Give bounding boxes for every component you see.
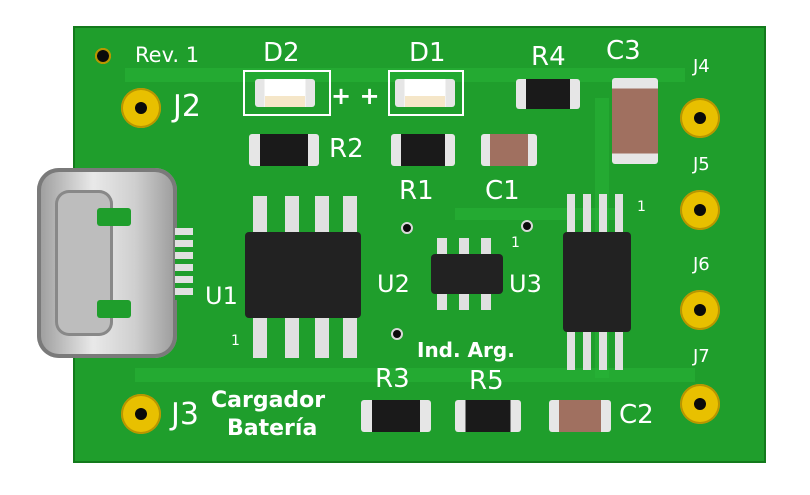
- usb-pins: [175, 228, 193, 300]
- pin: [253, 196, 267, 232]
- capacitor-c2: [549, 400, 611, 432]
- ref-r3: R3: [375, 364, 410, 394]
- ref-u3: U3: [509, 270, 542, 298]
- resistor-r1: [391, 134, 455, 166]
- ref-j2: J2: [173, 89, 201, 124]
- resistor-r2: [249, 134, 319, 166]
- board-title-line1: Cargador: [211, 388, 326, 413]
- plus-signs: + +: [331, 82, 380, 110]
- capacitor-c1: [481, 134, 537, 166]
- pin: [315, 196, 329, 232]
- resistor-r4: [516, 79, 580, 109]
- ref-j4: J4: [693, 56, 710, 77]
- pad-j7: [680, 384, 720, 424]
- u3-pin1-marker: 1: [637, 199, 646, 215]
- pin: [459, 294, 469, 310]
- ref-j6: J6: [693, 254, 710, 275]
- pin: [481, 294, 491, 310]
- ref-r5: R5: [469, 366, 504, 396]
- ref-d2: D2: [263, 38, 300, 68]
- ref-r1: R1: [399, 176, 434, 206]
- ref-c1: C1: [485, 176, 520, 206]
- pad-j2: [121, 88, 161, 128]
- usb-c-connector: [37, 168, 177, 358]
- resistor-r3: [361, 400, 431, 432]
- d1-outline: [388, 70, 464, 116]
- resistor-r5: [455, 400, 521, 432]
- pin: [253, 318, 267, 358]
- u2-pin1-marker: 1: [511, 235, 520, 251]
- ref-j3: J3: [171, 397, 199, 432]
- led-d2: [255, 79, 315, 107]
- ic-u2: [431, 254, 503, 294]
- pin: [343, 196, 357, 232]
- ref-j7: J7: [693, 346, 710, 367]
- ic-u3: [563, 232, 631, 332]
- via: [401, 222, 413, 234]
- ref-r2: R2: [329, 134, 364, 164]
- pin: [285, 196, 299, 232]
- via: [521, 220, 533, 232]
- pin: [481, 238, 491, 254]
- ref-u2: U2: [377, 270, 410, 298]
- ref-r4: R4: [531, 42, 566, 72]
- ref-c3: C3: [606, 36, 641, 66]
- pin: [459, 238, 469, 254]
- ind-arg-label: Ind. Arg.: [417, 338, 515, 362]
- pins-top: [567, 194, 627, 232]
- ref-c2: C2: [619, 400, 654, 430]
- board-title-line2: Batería: [227, 416, 318, 441]
- ic-u1: [245, 232, 361, 318]
- pin: [437, 238, 447, 254]
- pins-bottom: [567, 332, 627, 370]
- ref-u1: U1: [205, 282, 238, 310]
- pcb-board: Rev. 1 D2 + + D1 R4 C3 J2 R2 R1 C1 J4 J5…: [37, 26, 766, 463]
- revision-label: Rev. 1: [135, 43, 200, 67]
- pin: [315, 318, 329, 358]
- pin: [285, 318, 299, 358]
- via: [391, 328, 403, 340]
- pad-j5: [680, 190, 720, 230]
- capacitor-c3: [612, 78, 658, 164]
- u1-pin1-marker: 1: [231, 333, 240, 349]
- d2-outline: [243, 70, 331, 116]
- trace: [135, 368, 695, 382]
- pin: [343, 318, 357, 358]
- pin: [437, 294, 447, 310]
- ref-d1: D1: [409, 38, 446, 68]
- ref-j5: J5: [693, 154, 710, 175]
- pad-j4: [680, 98, 720, 138]
- pad-j3: [121, 394, 161, 434]
- fiducial-icon: [95, 48, 111, 64]
- pad-j6: [680, 290, 720, 330]
- led-d1: [395, 79, 455, 107]
